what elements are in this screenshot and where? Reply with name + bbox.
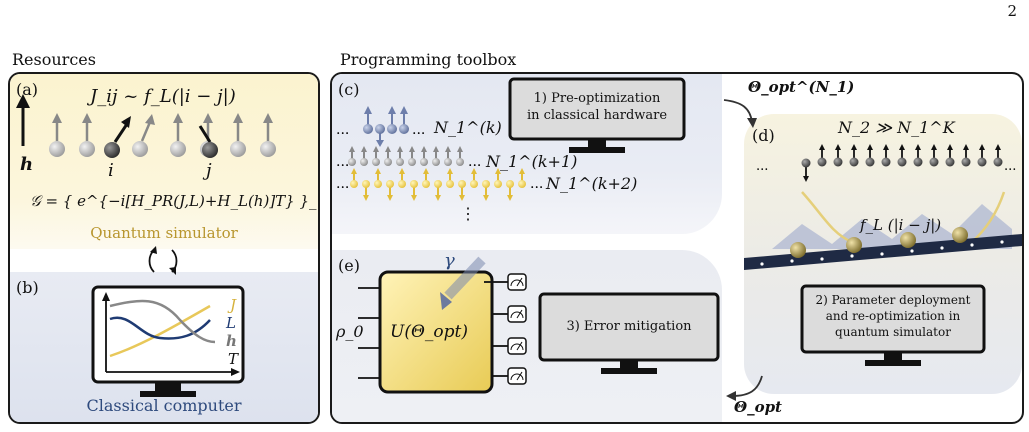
quantum-simulator-caption: Quantum simulator bbox=[90, 224, 238, 242]
exchange-arrows-icon bbox=[148, 246, 178, 275]
rows-vertical-ellipsis: ⋮ bbox=[460, 204, 476, 223]
monitor-deployment bbox=[800, 284, 986, 366]
deploy-line3: quantum simulator bbox=[835, 325, 951, 339]
row1-ellipsis-right: ... bbox=[412, 122, 425, 138]
spin-chain-d bbox=[801, 144, 1003, 182]
resources-graphics bbox=[16, 94, 276, 397]
preopt-line2: in classical hardware bbox=[526, 108, 668, 123]
d-ellipsis-left: ... bbox=[756, 159, 768, 174]
panel-a-label: (a) bbox=[16, 80, 39, 99]
axis-label-T: T bbox=[228, 350, 239, 368]
monitor-error-mitigation bbox=[538, 292, 720, 374]
monitor-preoptimization bbox=[508, 77, 686, 153]
monitor-preoptimization-text: 1) Pre-optimization in classical hardwar… bbox=[512, 90, 682, 124]
spin-row-2 bbox=[348, 146, 464, 166]
curve-L bbox=[109, 316, 211, 340]
coupling-formula: J_ij ~ f_L(|i − j|) bbox=[90, 86, 236, 107]
noise-arrow-icon bbox=[440, 256, 486, 310]
toolbox-heading: Programming toolbox bbox=[340, 50, 517, 69]
site-i-label: i bbox=[108, 160, 114, 181]
input-state-label: ρ_0 bbox=[336, 322, 364, 341]
toolbox-panel: ... ... ... ... ... ... bbox=[330, 72, 1024, 424]
measurement-meters bbox=[507, 273, 527, 385]
site-j-label: j bbox=[206, 160, 212, 181]
panel-b-label: (b) bbox=[16, 278, 39, 297]
deploy-line2: and re-optimization in bbox=[825, 309, 961, 323]
classical-computer-caption: Classical computer bbox=[86, 396, 242, 415]
size-relation: N_2 ≫ N_1^K bbox=[838, 118, 955, 137]
panel-d-label: (d) bbox=[752, 126, 775, 145]
arrow-bottom-label: Θ_opt bbox=[734, 398, 782, 416]
arrow-top-label: Θ_opt^(N_1) bbox=[748, 78, 855, 96]
ion-trap-scene bbox=[744, 191, 1022, 270]
panel-a-background bbox=[10, 74, 318, 249]
panel-e-label: (e) bbox=[338, 256, 360, 275]
panel-c-label: (c) bbox=[338, 80, 360, 99]
gate-set-formula: 𝒢 = { e^{−i[H_PR(J,L)+H_L(h)]T} }_{J,L,h… bbox=[30, 192, 318, 210]
unitary-label: U(Θ_opt) bbox=[390, 322, 468, 342]
noise-label: γ bbox=[444, 250, 455, 271]
monitor-error-mitigation-text: 3) Error mitigation bbox=[566, 319, 692, 334]
resources-heading: Resources bbox=[12, 50, 96, 69]
arrow-bottom bbox=[731, 375, 763, 397]
preopt-line1: 1) Pre-optimization bbox=[533, 91, 661, 106]
resources-panel: (a) J_ij ~ f_L(|i − j|) h i j 𝒢 = { e^{−… bbox=[8, 72, 320, 424]
spin-row-3 bbox=[350, 168, 526, 201]
page-number: 2 bbox=[1007, 2, 1017, 20]
field-label: h bbox=[20, 154, 34, 175]
toolbox-graphics: ... ... ... ... ... ... bbox=[336, 77, 1022, 401]
row2-ellipsis-right: ... bbox=[468, 154, 481, 170]
curve-label-h: h bbox=[226, 332, 237, 350]
row-label-1: N_1^(k) bbox=[434, 118, 502, 137]
d-ellipsis-right: ... bbox=[1004, 159, 1016, 174]
row2-ellipsis-left: ... bbox=[336, 154, 349, 170]
row3-ellipsis-left: ... bbox=[336, 176, 349, 192]
row1-ellipsis-left: ... bbox=[336, 122, 349, 138]
row-label-2: N_1^(k+1) bbox=[486, 152, 578, 171]
spin-chain bbox=[49, 113, 276, 158]
curve-label-L: L bbox=[226, 314, 236, 332]
curve-label-J: J bbox=[230, 296, 237, 314]
deploy-line1: 2) Parameter deployment bbox=[815, 293, 971, 307]
field-arrow-head bbox=[16, 94, 30, 108]
row-label-3: N_1^(k+2) bbox=[546, 174, 638, 193]
spin-row-1 bbox=[363, 106, 409, 147]
decay-curve-label: f_L (|i − j|) bbox=[860, 216, 942, 234]
row3-ellipsis-right: ... bbox=[530, 176, 543, 192]
circuit-unitary bbox=[358, 270, 508, 394]
curve-J bbox=[109, 304, 211, 358]
monitor-deployment-text: 2) Parameter deployment and re-optimizat… bbox=[804, 292, 982, 340]
curve-h bbox=[109, 299, 216, 344]
classical-monitor bbox=[91, 285, 245, 397]
